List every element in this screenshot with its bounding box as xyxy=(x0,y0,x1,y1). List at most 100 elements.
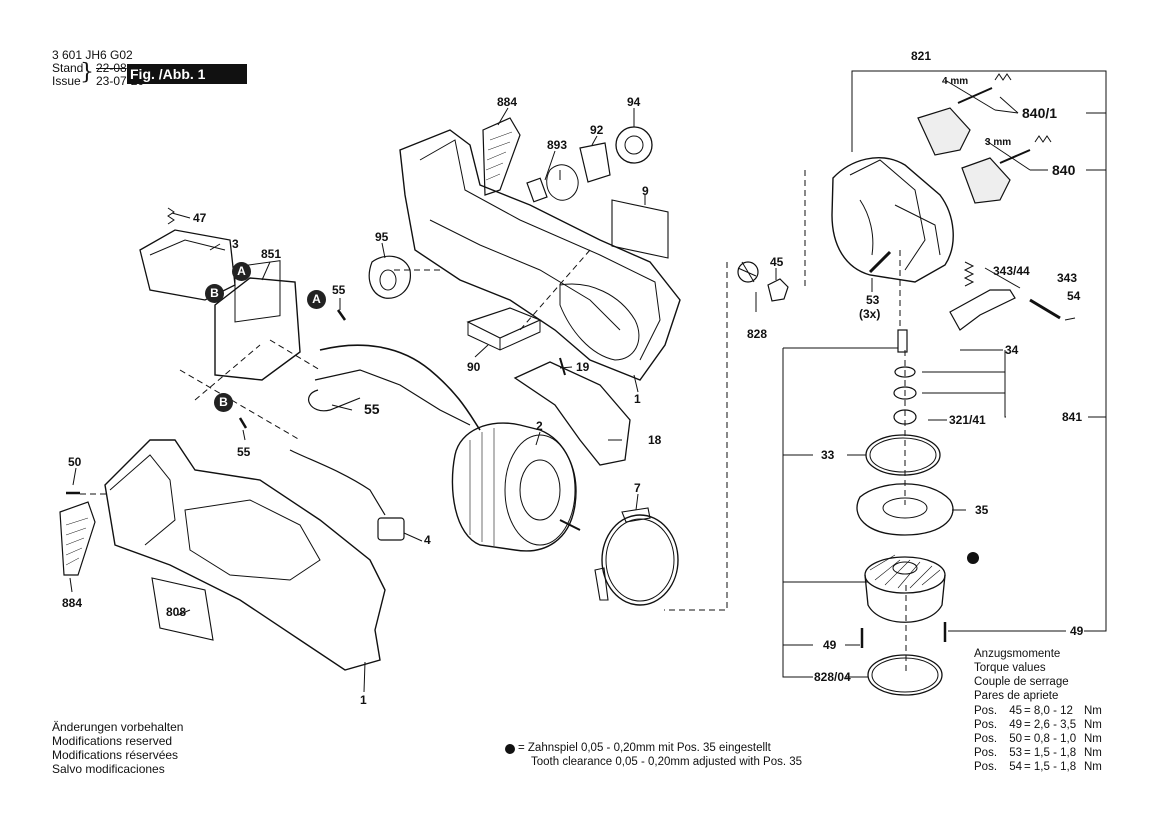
part-label-19: 19 xyxy=(576,360,590,374)
part-label-50: 50 xyxy=(68,455,82,469)
modifications-fr: Modifications réservées xyxy=(52,748,179,762)
torque-unit: Nm xyxy=(1084,761,1102,773)
part-label-94: 94 xyxy=(627,95,641,109)
torque-value: = 1,5 - 1,8 xyxy=(1024,761,1077,773)
torque-value: = 0,8 - 1,0 xyxy=(1024,733,1077,745)
oring-33 xyxy=(865,434,941,476)
cover-884-top xyxy=(482,117,521,196)
part-label-45: 45 xyxy=(770,255,784,269)
part-label-4: 4 xyxy=(424,533,431,547)
torque-value: = 1,5 - 1,8 xyxy=(1024,747,1077,759)
torque-item: 45 xyxy=(1009,705,1022,717)
dimension-3mm: 3 mm xyxy=(985,137,1012,148)
torque-pos: Pos. xyxy=(974,719,998,731)
torque-unit: Nm xyxy=(1084,719,1102,731)
part-label-9: 9 xyxy=(642,184,649,198)
marker-b-2: B xyxy=(214,393,233,412)
part-label-55-c: 55 xyxy=(237,445,251,459)
marker-b-1: B xyxy=(205,284,224,303)
torque-row: Pos. 53= 1,5 - 1,8 Nm xyxy=(974,746,1104,760)
part-label-343-44: 343/44 xyxy=(993,264,1030,278)
part-label-7: 7 xyxy=(634,481,641,495)
part-label-18: 18 xyxy=(648,433,662,447)
bracket-828 xyxy=(782,348,813,678)
torque-value: = 2,6 - 3,5 xyxy=(1024,719,1077,731)
part-label-49-right: 49 xyxy=(1070,624,1084,638)
gear-head-housing xyxy=(831,157,954,283)
torque-item: 53 xyxy=(1009,747,1022,759)
part-label-1-top: 1 xyxy=(634,392,641,406)
issue-label: Issue xyxy=(52,74,81,88)
torque-title-fr: Couple de serrage xyxy=(974,676,1069,688)
part-label-840: 840 xyxy=(1052,162,1076,178)
part-label-55-b: 55 xyxy=(364,401,380,417)
part-label-828: 828 xyxy=(747,327,768,341)
torque-pos: Pos. xyxy=(974,761,998,773)
part-label-54: 54 xyxy=(1067,289,1081,303)
spindle-lock-840-1 xyxy=(917,107,971,156)
part-label-2: 2 xyxy=(536,419,543,433)
torque-pos: Pos. xyxy=(974,747,998,759)
part-label-95: 95 xyxy=(375,230,389,244)
oring-828-04 xyxy=(867,654,943,696)
cover-884-bottom xyxy=(59,501,96,576)
torque-pos: Pos. xyxy=(974,733,998,745)
torque-item: 54 xyxy=(1009,761,1022,773)
electronics-851 xyxy=(214,277,301,381)
torque-title-es: Pares de apriete xyxy=(974,690,1059,702)
figure-title: Fig. /Abb. 1 xyxy=(127,64,247,84)
torque-unit: Nm xyxy=(1084,733,1102,745)
bracket-821 xyxy=(851,70,1107,632)
label-808 xyxy=(151,577,214,641)
part-label-49-left: 49 xyxy=(823,638,837,652)
clearance-note-en: Tooth clearance 0,05 - 0,20mm adjusted w… xyxy=(531,756,803,768)
part-label-1-bottom: 1 xyxy=(360,693,367,707)
legend-dot-icon xyxy=(505,744,515,754)
modifications-de: Änderungen vorbehalten xyxy=(52,720,184,734)
part-label-808: 808 xyxy=(166,605,187,619)
connector-4 xyxy=(377,517,405,541)
marker-a-2: A xyxy=(307,290,326,309)
spindle-lock-840 xyxy=(961,157,1011,204)
stand-label: Stand xyxy=(52,61,84,75)
part-label-884-bottom: 884 xyxy=(62,596,83,610)
torque-unit: Nm xyxy=(1084,747,1102,759)
part-label-33: 33 xyxy=(821,448,835,462)
torque-row: Pos. 50= 0,8 - 1,0 Nm xyxy=(974,732,1104,746)
part-label-47: 47 xyxy=(193,211,207,225)
lever-343 xyxy=(949,289,1016,331)
stand-date: 22-08 xyxy=(96,61,127,75)
part-label-893: 893 xyxy=(547,138,568,152)
part-label-851: 851 xyxy=(261,247,282,261)
housing-shell-1 xyxy=(399,129,681,381)
torque-row: Pos. 45= 8,0 - 12 Nm xyxy=(974,704,1104,718)
ring-7 xyxy=(601,514,679,606)
brace-icon: } xyxy=(80,60,94,85)
part-label-884-top: 884 xyxy=(497,95,518,109)
torque-row: Pos. 54= 1,5 - 1,8 Nm xyxy=(974,760,1104,774)
motor-2 xyxy=(451,422,577,552)
housing-shell-1-bottom xyxy=(104,439,386,671)
part-label-321-41: 321/41 xyxy=(949,413,986,427)
part-label-34: 34 xyxy=(1005,343,1019,357)
clearance-note-de: = Zahnspiel 0,05 - 0,20mm mit Pos. 35 ei… xyxy=(518,742,771,754)
part-label-343: 343 xyxy=(1057,271,1078,285)
modifications-es: Salvo modificaciones xyxy=(52,762,165,776)
torque-value: = 8,0 - 12 xyxy=(1024,705,1073,717)
torque-title-de: Anzugsmomente xyxy=(974,648,1061,660)
part-label-841: 841 xyxy=(1062,410,1083,424)
part-label-90: 90 xyxy=(467,360,481,374)
torque-title-en: Torque values xyxy=(974,662,1046,674)
part-label-828-04: 828/04 xyxy=(814,670,851,684)
plate-35 xyxy=(856,483,954,536)
clearance-dot-icon xyxy=(967,552,979,564)
marker-a-1: A xyxy=(232,262,251,281)
torque-item: 50 xyxy=(1009,733,1022,745)
torque-unit: Nm xyxy=(1084,705,1102,717)
part-label-55-a: 55 xyxy=(332,283,346,297)
torque-pos: Pos. xyxy=(974,705,998,717)
